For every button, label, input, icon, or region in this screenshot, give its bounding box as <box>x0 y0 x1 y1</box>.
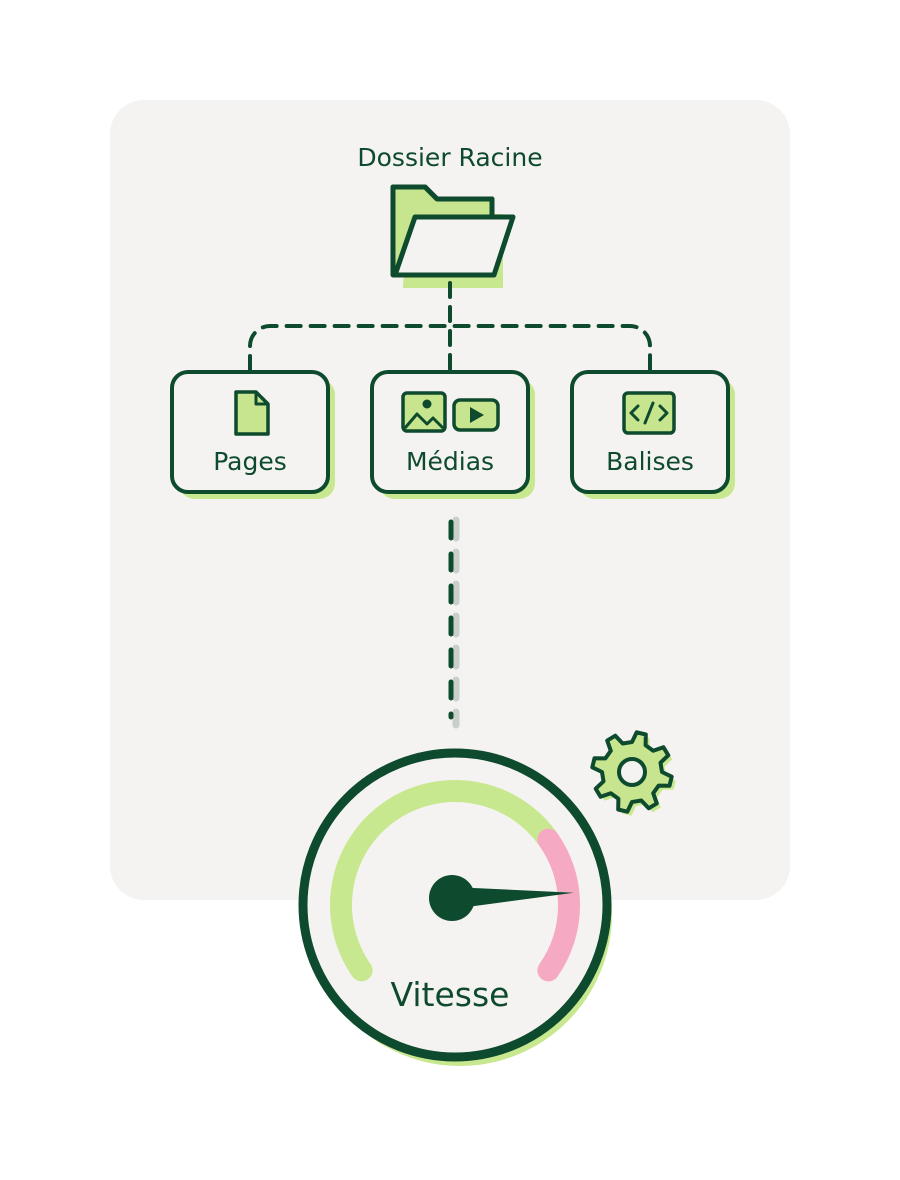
gauge-label: Vitesse <box>391 975 510 1014</box>
child-node-medias: Médias <box>370 370 535 499</box>
child-label-balises: Balises <box>606 447 694 476</box>
tree-connectors <box>248 281 652 372</box>
root-folder-label: Dossier Racine <box>357 143 542 172</box>
video-play-icon <box>452 398 500 432</box>
gauge-arc-danger <box>537 828 581 982</box>
image-icon <box>401 391 447 433</box>
document-icon <box>234 390 270 436</box>
folder-open-icon <box>390 184 516 288</box>
gauge-connector <box>448 516 460 729</box>
child-label-medias: Médias <box>406 447 494 476</box>
child-node-balises: Balises <box>570 370 735 499</box>
gauge-arc-normal <box>329 780 560 982</box>
speed-gauge: Vitesse <box>298 748 612 1066</box>
child-label-pages: Pages <box>213 447 287 476</box>
code-tag-icon <box>622 391 676 435</box>
child-node-pages: Pages <box>170 370 335 499</box>
gear-icon <box>590 730 676 816</box>
gauge-needle <box>429 875 574 921</box>
